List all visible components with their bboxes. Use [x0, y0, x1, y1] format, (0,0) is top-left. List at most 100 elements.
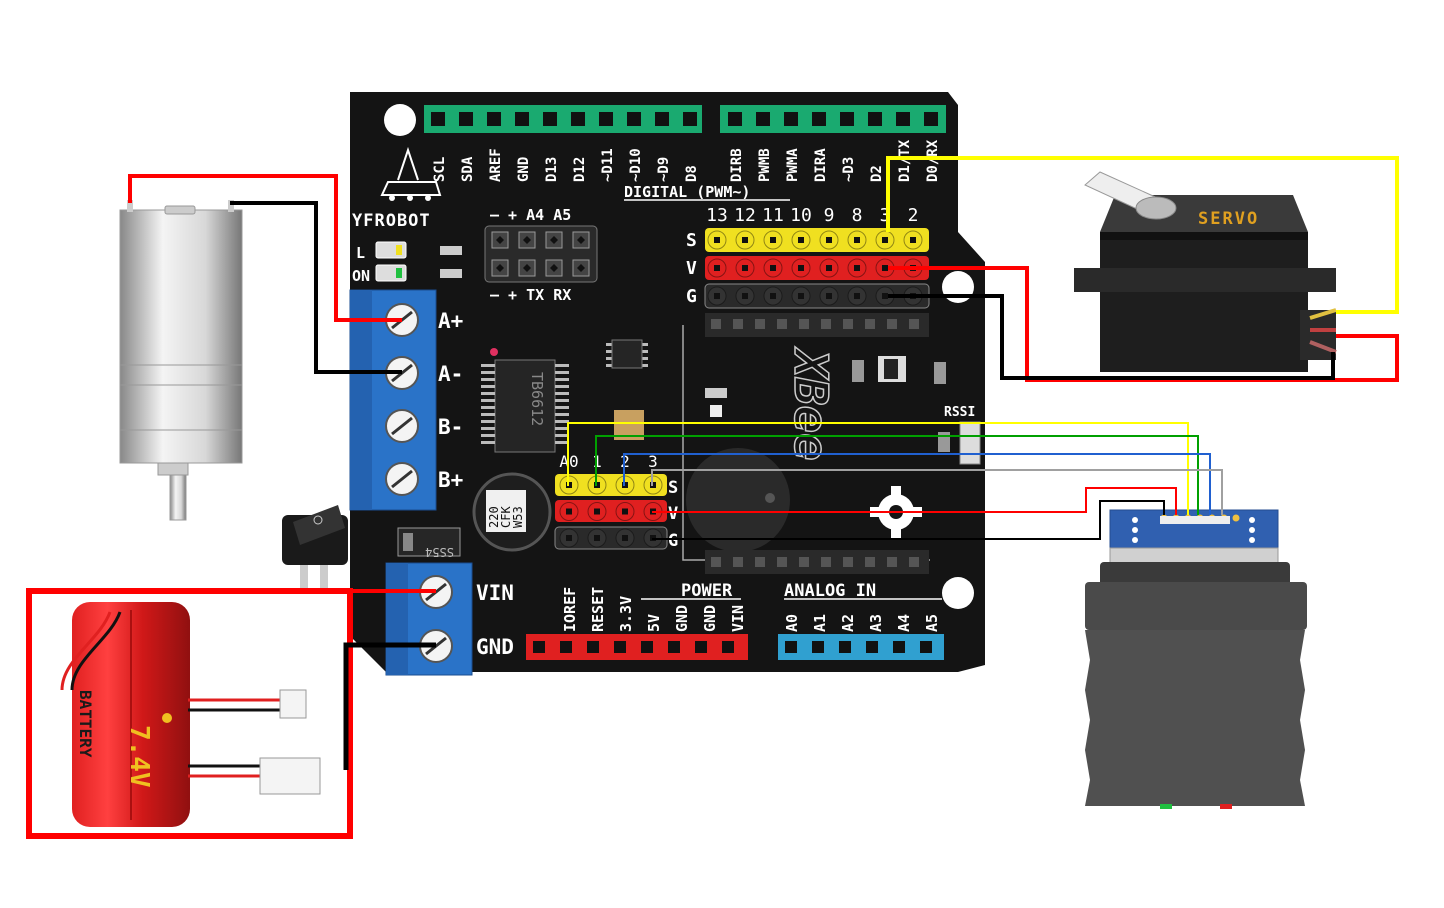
- xbee-pin: [887, 557, 897, 567]
- power-header: [526, 634, 748, 660]
- header-pin: [784, 112, 798, 126]
- motor-terminal-label: A-: [438, 362, 463, 386]
- header-pin: [866, 641, 878, 653]
- digital-pin-number: 8: [852, 205, 863, 226]
- battery-voltage: 7.4V: [124, 725, 154, 788]
- servo-horn-icon: [1084, 171, 1177, 220]
- power-pin-label: 3.3V: [617, 596, 635, 632]
- pin-label: D8: [684, 165, 700, 182]
- isp-top-label: — + A4 A5: [490, 206, 571, 224]
- header-pin: [896, 112, 910, 126]
- header-pin: [515, 112, 529, 126]
- digital-label: DIGITAL (PWM~): [624, 183, 750, 201]
- servo-body: [1100, 232, 1308, 372]
- analog-pin-number: 3: [648, 452, 658, 471]
- power-switch: [282, 505, 348, 590]
- xbee-logo: XBee: [784, 346, 838, 461]
- power-pin-label: GND: [673, 605, 691, 632]
- analog-pin-label: A4: [895, 614, 913, 632]
- pin-label: DIRB: [729, 148, 745, 182]
- power-pin-label: RESET: [589, 587, 607, 632]
- xbee-pin: [733, 319, 743, 329]
- header-pin: [812, 641, 824, 653]
- xbee-pin: [777, 557, 787, 567]
- header-pin: [756, 112, 770, 126]
- receiver-case: [1085, 582, 1307, 630]
- pin-label: DIRA: [813, 148, 829, 182]
- header-pin: [728, 112, 742, 126]
- power-connector: [259, 757, 321, 795]
- header-pin: [840, 112, 854, 126]
- xbee-pin: [799, 557, 809, 567]
- led-l-label: L: [356, 244, 365, 262]
- wire-receiver-vcc: [652, 487, 1177, 515]
- wires: [128, 156, 1399, 770]
- header-pin: [785, 641, 797, 653]
- rssi-label: RSSI: [944, 405, 975, 420]
- power-pin-label: VIN: [729, 605, 747, 632]
- header-pin: [587, 641, 599, 653]
- row-s-label: S: [686, 230, 697, 251]
- row-g-label: G: [686, 286, 697, 307]
- wire-receiver-cmd: [595, 435, 1199, 515]
- mount-hole-right: [942, 271, 974, 303]
- analog-pin-label: A1: [811, 614, 829, 632]
- header-pin: [627, 112, 641, 126]
- dc-motor: [119, 200, 243, 521]
- header-pin: [571, 112, 585, 126]
- rssi-led: [959, 421, 981, 465]
- digital-pin-number: 11: [762, 205, 784, 226]
- pin-label: ~D10: [628, 148, 644, 182]
- xbee-pin: [711, 319, 721, 329]
- analog-pin-label: A2: [839, 614, 857, 632]
- pin-label: PWMA: [785, 148, 801, 182]
- digital-s-row: [705, 228, 929, 252]
- analog-pin-label: A0: [783, 614, 801, 632]
- buzzer: [686, 448, 790, 552]
- header-pin: [722, 641, 734, 653]
- xbee-pin: [733, 557, 743, 567]
- digital-v-row: [705, 256, 929, 280]
- tb6612-label: TB6612: [528, 372, 546, 426]
- analog-v-row: [555, 500, 667, 522]
- analog-pin-label: A5: [923, 614, 941, 632]
- power-pin-label: IOREF: [561, 587, 579, 632]
- digital-pin-number: 10: [790, 205, 812, 226]
- wire-servo-signal: [886, 156, 1399, 314]
- analog-s-label: S: [668, 478, 678, 498]
- xbee-pin: [843, 319, 853, 329]
- xbee-pin: [865, 557, 875, 567]
- digital-pin-number: 2: [908, 205, 919, 226]
- xbee-pin: [843, 557, 853, 567]
- header-pin: [839, 641, 851, 653]
- header-pin: [924, 112, 938, 126]
- motor-body: [119, 209, 243, 366]
- isp-bottom-label: — + TX RX: [490, 286, 571, 304]
- analog-g-label: G: [668, 531, 678, 551]
- motor-shaft: [169, 474, 187, 521]
- pin-label: PWMB: [757, 148, 773, 182]
- xbee-pin: [777, 319, 787, 329]
- row-v-label: V: [686, 258, 697, 279]
- wire-receiver-gnd: [652, 500, 1165, 540]
- led-on-label: ON: [352, 267, 370, 285]
- header-pin: [868, 112, 882, 126]
- wire-receiver-clk: [651, 469, 1223, 515]
- wire-motor-a-minus: [230, 201, 402, 374]
- header-pin: [668, 641, 680, 653]
- motor-terminal-label: A+: [438, 309, 463, 333]
- pin-label: D2: [869, 165, 885, 182]
- mount-hole-top-left: [384, 104, 416, 136]
- power-label: POWER: [681, 581, 733, 601]
- battery-pack: BATTERY 7.4V: [60, 602, 321, 827]
- capacitor-label: 220: [487, 506, 501, 528]
- digital-pin-number: 3: [880, 205, 891, 226]
- analog-in-label: ANALOG IN: [784, 581, 876, 601]
- xbee-pin: [755, 557, 765, 567]
- xbee-pin: [799, 319, 809, 329]
- header-pin: [812, 112, 826, 126]
- pin-label: SCL: [432, 157, 448, 182]
- header-pin: [920, 641, 932, 653]
- xbee-pin: [887, 319, 897, 329]
